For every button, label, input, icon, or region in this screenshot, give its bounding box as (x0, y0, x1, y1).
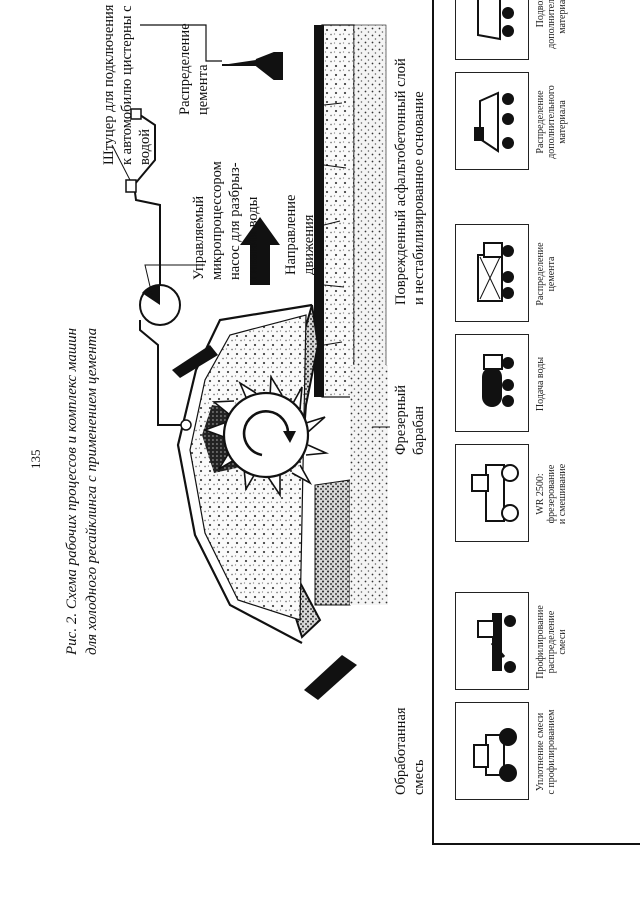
machine-caption-line-1: Подача воды (535, 356, 546, 412)
direction-label-line-2: движения (301, 214, 317, 275)
treated-base (350, 365, 388, 605)
spray-nozzle (180, 419, 192, 431)
water-union-fitting[interactable] (130, 108, 142, 120)
machine-caption-line-2: распределение (546, 610, 557, 674)
cement-spreader-icon (464, 235, 525, 311)
asphalt-top-band (314, 25, 324, 397)
drum-body (222, 391, 310, 479)
damaged-pavement-layer (321, 24, 355, 398)
drum-label: Фрезерный барабан (392, 385, 428, 455)
machine-caption: Подача воды (535, 336, 546, 432)
machine-caption-line-2: фрезерование (546, 464, 557, 524)
treated-label-line-2: смесь (411, 759, 427, 795)
pavement-cracks (323, 102, 347, 346)
hydraulic-cylinder (304, 655, 357, 700)
drum-label-line-2: барабан (411, 405, 427, 455)
hydraulic-cylinder (172, 345, 218, 378)
recycler-icon (464, 455, 525, 531)
damaged-label-line-2: и нестабилизированное основание (411, 91, 427, 305)
machine-caption-line-1: Распределение (535, 90, 546, 154)
pump-leader-line (144, 264, 205, 296)
machine-caption-line-3: материала (557, 0, 568, 34)
machine-caption-line-2: дополнительного (546, 85, 557, 159)
treated-mix-label: Обработанная смесь (392, 707, 428, 795)
cement-label-line-2: цемента (195, 64, 211, 115)
cement-distribution-label: Распределение цемента (176, 23, 212, 115)
damaged-label-line-1: Поврежденный асфальтобетонный слой (393, 58, 409, 305)
pipe-coupling[interactable] (125, 179, 137, 193)
machine-card (455, 224, 529, 322)
spray-pipe (139, 320, 186, 426)
machine-card (455, 0, 529, 60)
direction-arrow-icon (240, 217, 280, 285)
cement-leader-line (140, 24, 222, 62)
machine-caption-line-2: дополнительного (546, 0, 557, 49)
union-label-line-1: Штуцер для подключения (101, 4, 117, 165)
direction-label: Направление движения (282, 195, 318, 275)
roller-icon (464, 713, 525, 789)
pump-label-line-2: микропроцессором (209, 161, 225, 280)
machine-card (455, 334, 529, 432)
machine-caption-line-3: смеси (557, 629, 568, 655)
spreader-icon (464, 83, 525, 159)
top-rule (432, 0, 434, 845)
water-union-label: Штуцер для подключения к автомобилю цист… (100, 0, 154, 165)
pump-rotor (142, 284, 160, 305)
machine-caption-line-3: материала (557, 100, 568, 144)
treated-mix-layer (314, 479, 351, 606)
pump-label: Управляемый микропроцессором насос для р… (190, 161, 262, 280)
direction-label-line-1: Направление (283, 194, 299, 275)
machine-caption-line-1: Уплотнение смеси (535, 712, 546, 792)
left-rule (432, 843, 640, 845)
machine-card (455, 72, 529, 170)
cement-label-line-1: Распределение (177, 23, 193, 115)
pump-label-line-1: Управляемый (191, 195, 207, 280)
pump-label-line-4: гивания воды (245, 196, 261, 280)
machine-caption-line-3: и смешивание (557, 463, 568, 525)
milling-drum (202, 374, 330, 498)
drum-label-line-1: Фрезерный (393, 385, 409, 455)
machine-caption-line-1: Подвоз (535, 0, 546, 28)
machine-caption-line-2: с профилированием (546, 709, 557, 795)
machine-card (455, 592, 529, 690)
rotation-arrowhead (283, 431, 296, 443)
dump-truck-icon (464, 0, 525, 49)
rotation-arrow-icon (242, 410, 290, 457)
machine-caption-line-1: Распределение (535, 242, 546, 306)
cement-silo-icon (222, 52, 283, 80)
union-leader-line (111, 144, 131, 181)
machine-card (455, 702, 529, 800)
subbase-layer (353, 24, 387, 398)
machine-caption-line-1: WR 2500: (535, 473, 546, 515)
recycler-hood-outline (176, 303, 313, 644)
machine-caption-line-1: Профилирование (535, 605, 546, 679)
pump-label-line-3: насос для разбрыз- (227, 162, 243, 280)
machine-caption-line-2: цемента (546, 256, 557, 292)
grader-icon (464, 603, 525, 679)
machine-card (455, 444, 529, 542)
damaged-layer-label: Поврежденный асфальтобетонный слой и нес… (392, 58, 428, 305)
water-tanker-icon (464, 345, 525, 421)
union-label-line-2: к автомобилю цистерны с водой (119, 5, 153, 165)
treated-label-line-1: Обработанная (393, 707, 409, 795)
